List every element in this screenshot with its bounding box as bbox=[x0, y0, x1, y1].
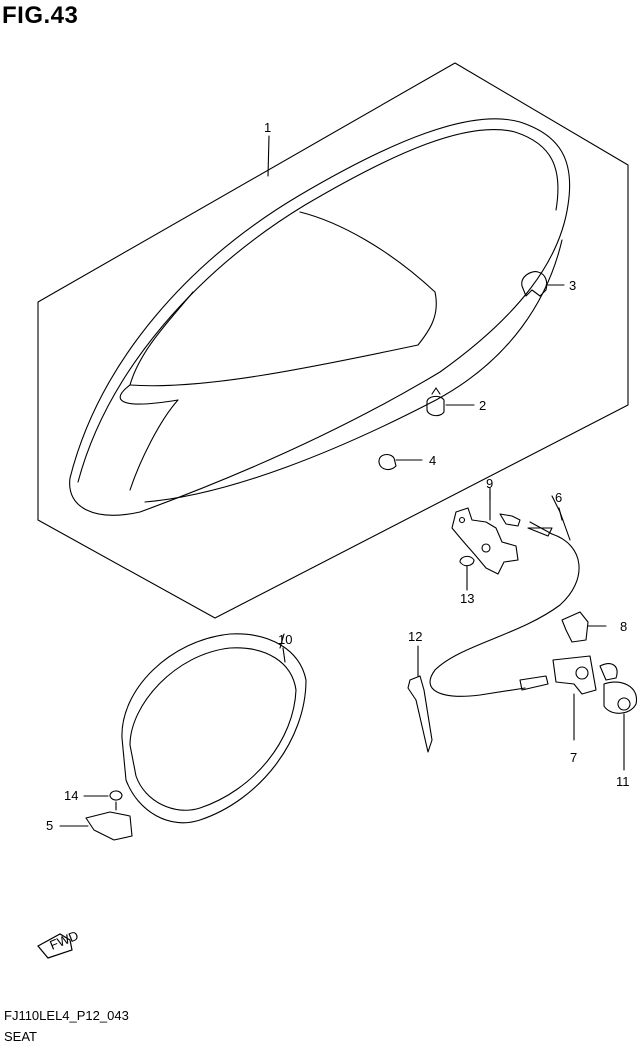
lock-cylinder-part-11 bbox=[599, 663, 637, 771]
callout-6: 6 bbox=[555, 490, 562, 505]
callout-14: 14 bbox=[64, 788, 78, 803]
callout-12: 12 bbox=[408, 629, 422, 644]
screw-part-14 bbox=[83, 790, 123, 811]
seat-part bbox=[69, 118, 571, 516]
plate-part-5 bbox=[59, 811, 133, 841]
callout-1: 1 bbox=[264, 120, 271, 135]
callout-10: 10 bbox=[278, 632, 292, 647]
diagram-code: FJ110LEL4_P12_043 bbox=[4, 1008, 129, 1023]
bolt-part-13 bbox=[459, 555, 475, 591]
cable-part-6 bbox=[429, 495, 580, 697]
diagram-name: SEAT bbox=[4, 1029, 37, 1044]
clip-part-8 bbox=[561, 611, 607, 643]
callout-5: 5 bbox=[46, 818, 53, 833]
callout-8: 8 bbox=[620, 619, 627, 634]
callout-2: 2 bbox=[479, 398, 486, 413]
holder-part-7 bbox=[552, 655, 597, 741]
cable-tie-part-12 bbox=[407, 645, 433, 753]
bumper-part-3 bbox=[521, 271, 565, 297]
cushion-part-4 bbox=[378, 453, 423, 471]
callout-7: 7 bbox=[570, 750, 577, 765]
callout-9: 9 bbox=[486, 476, 493, 491]
latch-bracket-part-9 bbox=[451, 487, 521, 575]
fwd-arrow-icon: FWD bbox=[37, 928, 81, 959]
figure-title: FIG.43 bbox=[2, 2, 79, 29]
callout-3: 3 bbox=[569, 278, 576, 293]
seat-assembly-frame bbox=[37, 62, 629, 619]
callout-13: 13 bbox=[460, 591, 474, 606]
damper-part-2 bbox=[426, 387, 475, 417]
callout-11: 11 bbox=[616, 774, 630, 789]
seal-part-10 bbox=[121, 633, 307, 824]
callout-4: 4 bbox=[429, 453, 436, 468]
